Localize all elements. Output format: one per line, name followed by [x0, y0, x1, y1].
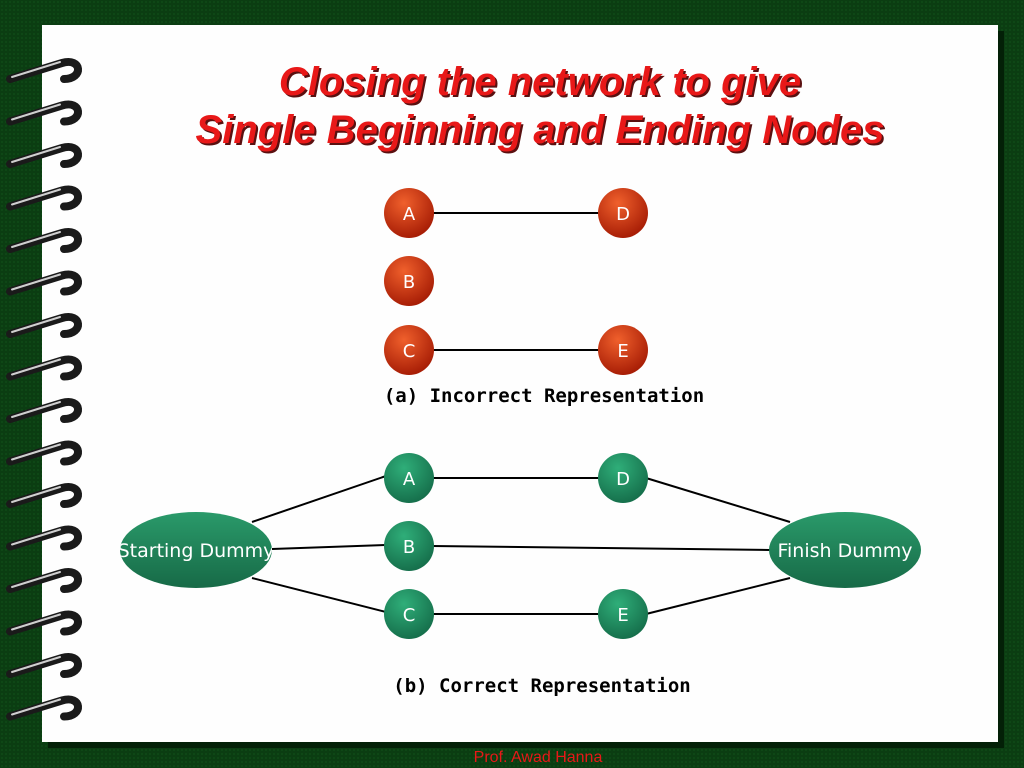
spiral-ring: [6, 653, 82, 678]
node-b-C: C: [384, 589, 434, 639]
svg-text:Finish Dummy: Finish Dummy: [777, 540, 912, 562]
node-b-A: A: [384, 453, 434, 503]
diagram-incorrect: A B C D E (a) Incorrect Representation: [384, 188, 704, 407]
node-a-D: D: [598, 188, 648, 238]
spiral-ring: [6, 143, 82, 168]
spiral-ring: [6, 58, 82, 83]
slide-page: [42, 25, 998, 742]
node-b-E: E: [598, 589, 648, 639]
spiral-ring: [6, 525, 82, 551]
node-a-E: E: [598, 325, 648, 375]
edge-b-start-B: [271, 544, 387, 550]
spiral-ring: [6, 610, 82, 636]
spiral-ring: [6, 440, 82, 466]
node-b-finish-dummy: Finish Dummy: [769, 512, 921, 588]
diagram-correct: Starting Dummy Finish Dummy A B C D E (b…: [118, 453, 921, 697]
edge-b-E-finish: [645, 577, 791, 615]
spiral-binding: [6, 58, 82, 721]
spiral-ring: [6, 695, 82, 721]
svg-text:B: B: [403, 537, 415, 558]
footer-author: Prof. Awad Hanna: [473, 749, 603, 766]
node-b-B: B: [384, 521, 434, 571]
caption-incorrect: (a) Incorrect Representation: [384, 385, 704, 407]
title-line-2: Single Beginning and Ending Nodes: [195, 108, 885, 152]
spiral-ring: [6, 313, 82, 338]
spiral-ring: [6, 228, 82, 253]
node-b-start-dummy: Starting Dummy: [118, 512, 275, 588]
spiral-ring: [6, 483, 82, 508]
slide-title: Closing the network to give Single Begin…: [42, 58, 1024, 154]
spiral-ring: [6, 355, 82, 381]
svg-text:C: C: [403, 341, 416, 362]
edge-b-D-finish: [645, 477, 791, 523]
svg-text:A: A: [403, 469, 416, 490]
spiral-ring: [6, 185, 82, 211]
node-a-A: A: [384, 188, 434, 238]
svg-text:E: E: [617, 341, 628, 362]
edge-b-start-C: [251, 577, 387, 613]
edge-b-start-A: [251, 475, 387, 523]
svg-text:B: B: [403, 272, 415, 293]
spiral-ring: [6, 398, 82, 423]
svg-text:E: E: [617, 605, 628, 626]
spiral-ring: [6, 270, 82, 296]
node-a-C: C: [384, 325, 434, 375]
caption-correct: (b) Correct Representation: [393, 675, 690, 697]
svg-text:A: A: [403, 204, 416, 225]
title-line-1: Closing the network to give: [278, 60, 802, 104]
svg-text:Starting Dummy: Starting Dummy: [118, 540, 275, 562]
svg-text:D: D: [616, 204, 630, 225]
svg-text:C: C: [403, 605, 416, 626]
edge-b-B-finish: [431, 545, 771, 551]
node-b-D: D: [598, 453, 648, 503]
svg-text:D: D: [616, 469, 630, 490]
node-a-B: B: [384, 256, 434, 306]
spiral-ring: [6, 568, 82, 593]
spiral-ring: [6, 100, 82, 126]
